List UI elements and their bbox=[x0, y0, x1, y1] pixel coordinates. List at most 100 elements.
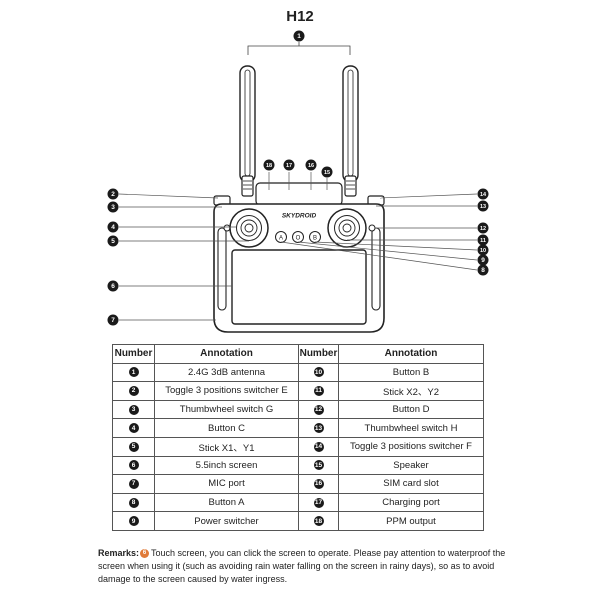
callout-17: 17 bbox=[283, 159, 295, 171]
annotation-cell: Charging port bbox=[338, 492, 484, 513]
annotation-cell: Button A bbox=[154, 492, 299, 513]
annotation-cell: Toggle 3 positions switcher F bbox=[338, 436, 484, 457]
table-row: 2 Toggle 3 positions switcher E 11 Stick X2… bbox=[112, 381, 484, 401]
header-annotation-left: Annotation bbox=[154, 344, 299, 364]
svg-text:8: 8 bbox=[481, 267, 485, 274]
svg-text:16: 16 bbox=[308, 163, 314, 169]
callout-9: 9 bbox=[477, 254, 489, 266]
callout-13: 13 bbox=[477, 200, 489, 212]
callout-11: 11 bbox=[477, 234, 489, 246]
screen bbox=[231, 249, 367, 325]
number-marker: 1 bbox=[128, 367, 139, 378]
button-d bbox=[368, 224, 376, 232]
diagram-title: H12 bbox=[286, 8, 314, 25]
header-number-right: Number bbox=[298, 344, 339, 364]
stick-right bbox=[327, 208, 367, 248]
number-cell: 10 bbox=[298, 362, 339, 383]
callout-5: 5 bbox=[107, 235, 119, 247]
number-cell: 15 bbox=[298, 455, 339, 476]
svg-text:A: A bbox=[279, 236, 283, 242]
annotation-cell: Stick X1、Y1 bbox=[154, 436, 299, 457]
svg-text:1: 1 bbox=[297, 33, 301, 40]
number-cell: 7 bbox=[112, 474, 155, 494]
svg-text:17: 17 bbox=[286, 163, 292, 169]
antenna-right bbox=[342, 65, 359, 197]
svg-text:14: 14 bbox=[480, 192, 487, 198]
number-cell: 3 bbox=[112, 399, 155, 420]
number-cell: 8 bbox=[112, 492, 155, 513]
number-cell: 16 bbox=[298, 474, 339, 494]
number-marker: 8 bbox=[128, 497, 139, 508]
callout-4: 4 bbox=[107, 221, 119, 233]
annotation-cell: Button D bbox=[338, 399, 484, 420]
remarks-label: Remarks: bbox=[98, 548, 140, 558]
svg-text:O: O bbox=[296, 236, 301, 242]
number-cell: 1 bbox=[112, 362, 155, 383]
svg-text:12: 12 bbox=[480, 226, 486, 232]
annotation-cell: SIM card slot bbox=[338, 474, 484, 494]
svg-text:13: 13 bbox=[480, 204, 486, 210]
number-cell: 2 bbox=[112, 381, 155, 401]
callout-15: 15 bbox=[321, 166, 333, 178]
number-marker: 10 bbox=[313, 367, 324, 378]
number-marker: 4 bbox=[128, 423, 139, 434]
callout-10: 10 bbox=[477, 244, 489, 256]
annotation-cell: Speaker bbox=[338, 455, 484, 476]
svg-text:11: 11 bbox=[480, 238, 486, 244]
number-marker: 15 bbox=[313, 460, 324, 471]
number-marker: 9 bbox=[128, 516, 139, 527]
svg-text:4: 4 bbox=[111, 224, 115, 231]
number-marker: 13 bbox=[313, 423, 324, 434]
number-cell: 14 bbox=[298, 436, 339, 457]
annotation-table: Number Annotation Number Annotation 1 2.4… bbox=[112, 344, 484, 531]
number-marker: 3 bbox=[128, 404, 139, 415]
annotation-cell: Stick X2、Y2 bbox=[338, 381, 484, 401]
annotation-cell: PPM output bbox=[338, 511, 484, 531]
number-marker: 18 bbox=[313, 516, 324, 527]
svg-text:5: 5 bbox=[111, 238, 115, 245]
center-button-power: O bbox=[292, 231, 304, 243]
svg-text:2: 2 bbox=[111, 191, 115, 198]
svg-text:18: 18 bbox=[266, 163, 272, 169]
remarks-ref-marker: 6 bbox=[140, 549, 150, 559]
number-cell: 6 bbox=[112, 455, 155, 476]
leader-lines bbox=[118, 172, 478, 321]
number-cell: 5 bbox=[112, 436, 155, 457]
header-number-left: Number bbox=[112, 344, 155, 364]
callout-16: 16 bbox=[305, 159, 317, 171]
svg-text:9: 9 bbox=[481, 257, 485, 264]
annotation-cell: 2.4G 3dB antenna bbox=[154, 362, 299, 383]
table-row: 8 Button A 17 Charging port bbox=[112, 492, 484, 513]
logo-plate bbox=[280, 211, 318, 219]
annotation-cell: 5.5inch screen bbox=[154, 455, 299, 476]
number-cell: 12 bbox=[298, 399, 339, 420]
number-cell: 13 bbox=[298, 418, 339, 438]
number-marker: 5 bbox=[128, 441, 139, 452]
annotation-cell: Button C bbox=[154, 418, 299, 438]
callout-2: 2 bbox=[107, 188, 119, 200]
svg-text:15: 15 bbox=[324, 170, 330, 176]
number-cell: 9 bbox=[112, 511, 155, 531]
center-button-a: A bbox=[275, 231, 287, 243]
svg-text:6: 6 bbox=[111, 283, 115, 290]
number-marker: 12 bbox=[313, 404, 324, 415]
annotation-cell: MIC port bbox=[154, 474, 299, 494]
number-marker: 17 bbox=[313, 497, 324, 508]
svg-text:3: 3 bbox=[111, 204, 115, 211]
callout-12: 12 bbox=[477, 222, 489, 234]
annotation-cell: Toggle 3 positions switcher E bbox=[154, 381, 299, 401]
callout-14: 14 bbox=[477, 188, 489, 200]
table-header-row: Number Annotation Number Annotation bbox=[112, 344, 484, 364]
number-marker: 11 bbox=[313, 385, 324, 396]
number-marker: 2 bbox=[128, 385, 139, 396]
brand-logo: SKYDROID bbox=[282, 213, 317, 220]
